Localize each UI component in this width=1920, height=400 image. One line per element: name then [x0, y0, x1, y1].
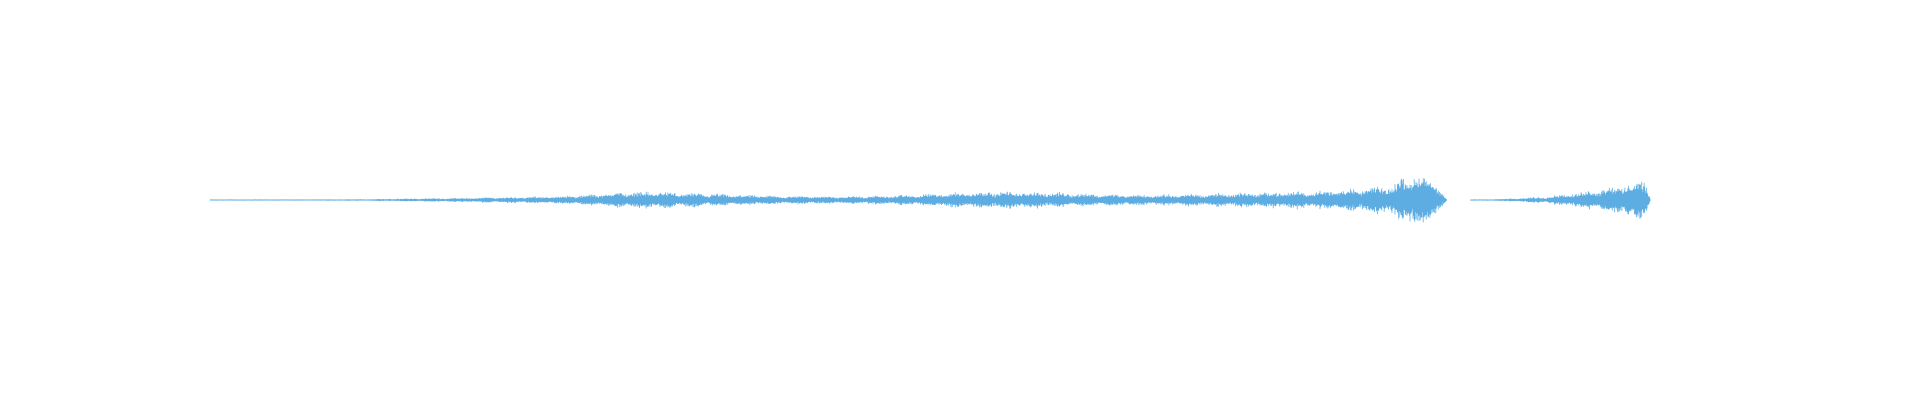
waveform-strokes: [209, 178, 1651, 223]
